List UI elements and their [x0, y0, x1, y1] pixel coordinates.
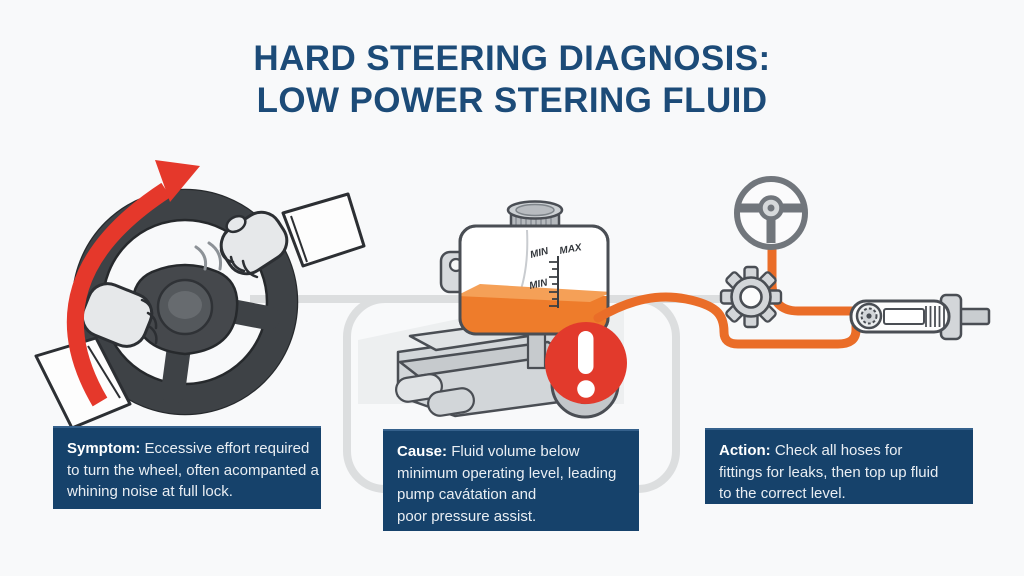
title-line-2: LOW POWER STERING FLUID	[256, 81, 768, 120]
cause-line-3: pump cavátation and	[397, 486, 537, 503]
cause-line-2: minimum operating level, leading	[397, 464, 617, 482]
steering-wheel-hands-illustration	[34, 160, 366, 430]
fluid-reservoir-icon: MIN MAX MIN	[458, 200, 610, 336]
page-title: HARD STEERING DIAGNOSIS: LOW POWER STERI…	[0, 38, 1024, 122]
steering-rack-icon	[849, 293, 991, 341]
symptom-label: Symptom:	[67, 440, 141, 457]
action-line-3: to the correct level.	[719, 485, 846, 502]
cause-label: Cause:	[397, 443, 448, 460]
symptom-line-2: to turn the wheel, often acompanted a	[67, 461, 319, 479]
action-line-2: fittings for leaks, then top up fluid	[719, 463, 939, 481]
gear-icon	[719, 265, 783, 329]
rotation-arrow-icon	[66, 160, 200, 407]
cause-line-4: poor pressure assist.	[397, 507, 537, 525]
right-hand	[219, 192, 366, 279]
warning-icon	[545, 322, 627, 404]
min-label-level: MIN	[528, 277, 549, 292]
min-label-top: MIN	[529, 246, 550, 261]
title-line-1: HARD STEERING DIAGNOSIS:	[253, 39, 771, 78]
symptom-line-3: whining noise at full lock.	[67, 483, 233, 500]
action-box: Action: Check all hoses for fittings for…	[705, 428, 973, 504]
cause-box: Cause: Fluid volume below minimum operat…	[383, 429, 639, 531]
small-steering-wheel-icon	[734, 176, 808, 250]
cause-line-1: Fluid volume below	[451, 443, 580, 460]
level-scale	[549, 256, 559, 308]
motion-arcs	[194, 241, 222, 271]
symptom-line-1: Eccessive effort required	[144, 440, 310, 457]
max-label-top: MAX	[559, 242, 584, 257]
action-line-1: Check all hoses for	[774, 442, 903, 459]
symptom-box: Symptom: Eccessive effort required to tu…	[53, 426, 321, 509]
action-label: Action:	[719, 442, 771, 459]
